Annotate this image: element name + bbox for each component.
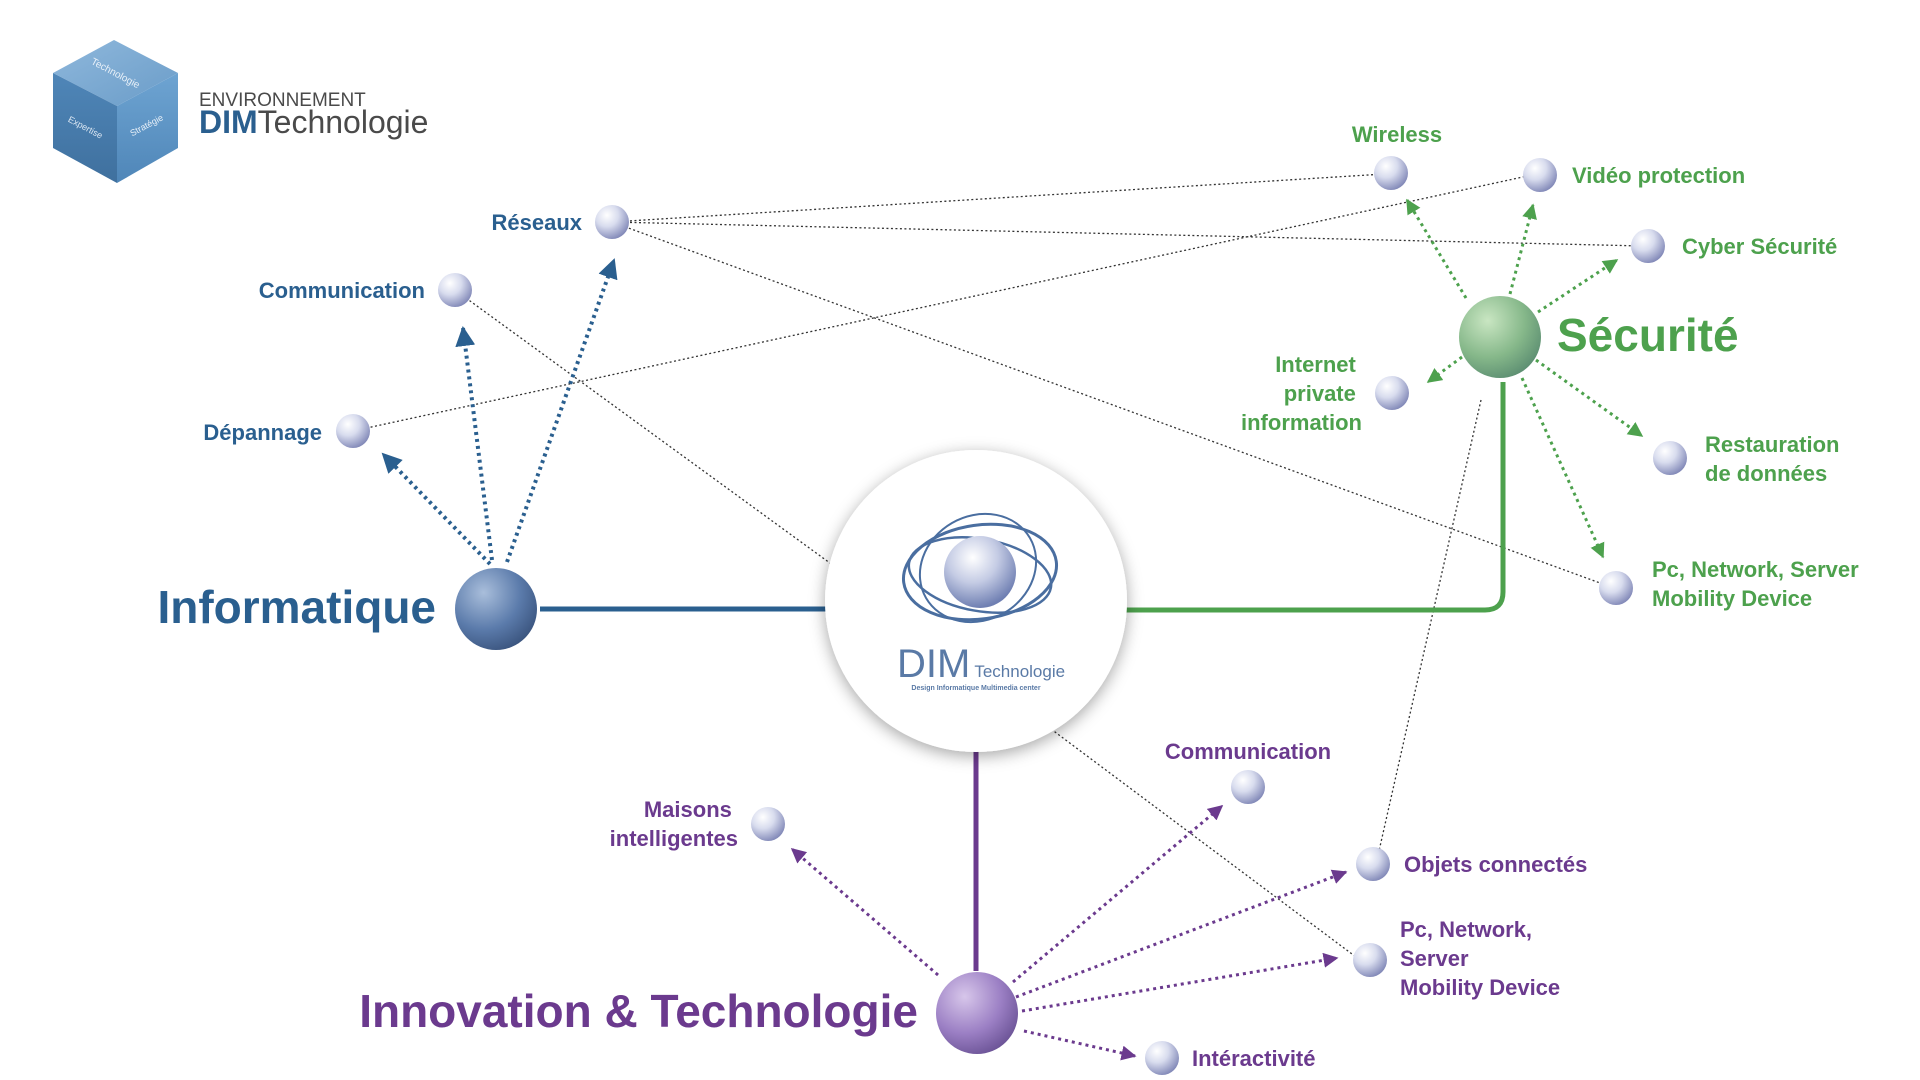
cross-links [352, 173, 1644, 961]
hub-brand-rest: Technologie [974, 662, 1065, 681]
label-communication-innov: Communication [1165, 739, 1331, 764]
label-restauration: Restauration de données [1705, 432, 1846, 486]
leaf-wireless [1374, 156, 1408, 190]
arrow [1405, 198, 1468, 299]
arrow [1508, 203, 1537, 295]
logo-cube-icon: Technologie Expertise Stratégie [53, 40, 178, 183]
arrow [1012, 804, 1224, 984]
leaf-restauration [1653, 441, 1687, 475]
arrows-innovation [790, 804, 1348, 1061]
arrow [790, 847, 939, 977]
node-informatique [455, 568, 537, 650]
cross-link [611, 173, 1385, 223]
cross-link [1378, 399, 1482, 852]
leaf-nodes [336, 156, 1687, 1075]
arrow [1535, 358, 1644, 438]
leaf-communication-innov [1231, 770, 1265, 804]
label-objets-connectes: Objets connectés [1404, 852, 1587, 877]
cross-link [454, 289, 835, 567]
node-securite [1459, 296, 1541, 378]
orbit-logo-icon [901, 512, 1059, 624]
logo-brand: DIMTechnologie [199, 104, 428, 140]
arrow [1520, 377, 1605, 559]
label-interactivite: Intéractivité [1192, 1046, 1316, 1071]
label-video-protection: Vidéo protection [1572, 163, 1745, 188]
label-internet-private: Internet private information [1241, 352, 1362, 435]
logo: Technologie Expertise Stratégie ENVIRONN… [53, 40, 428, 183]
arrow [505, 258, 618, 563]
leaf-depannage [336, 414, 370, 448]
arrow [1021, 952, 1339, 1013]
label-wireless: Wireless [1352, 122, 1442, 147]
label-cyber-securite: Cyber Sécurité [1682, 234, 1837, 259]
arrow [1015, 869, 1348, 999]
cross-link [1050, 728, 1361, 961]
labels-informatique: Réseaux Communication Dépannage [203, 210, 582, 445]
leaf-video-protection [1523, 158, 1557, 192]
category-nodes [455, 296, 1541, 1054]
label-communication-info: Communication [259, 278, 425, 303]
label-pc-network-innov: Pc, Network, Server Mobility Device [1400, 917, 1560, 1000]
label-innovation: Innovation & Technologie [359, 985, 918, 1037]
label-securite: Sécurité [1557, 309, 1739, 361]
connector-securite [1125, 382, 1506, 613]
hub-tagline: Design Informatique Multimedia center [911, 685, 1040, 692]
logo-env-label: ENVIRONNEMENT [199, 90, 366, 111]
label-maisons: Maisons intelligentes [610, 797, 738, 851]
leaf-interactivite [1145, 1041, 1179, 1075]
label-informatique: Informatique [157, 581, 436, 633]
arrow [455, 326, 494, 561]
labels-innovation: Maisons intelligentes Communication Obje… [610, 739, 1588, 1071]
leaf-pc-network-sec [1599, 571, 1633, 605]
label-depannage: Dépannage [203, 420, 322, 445]
leaf-cyber-securite [1631, 229, 1665, 263]
arrow [1537, 258, 1619, 314]
leaf-communication-info [438, 273, 472, 307]
cross-link [611, 221, 1612, 588]
node-innovation [936, 972, 1018, 1054]
label-reseaux: Réseaux [491, 210, 582, 235]
arrows-securite [1405, 198, 1644, 559]
logo-brand-bold: DIM [199, 104, 258, 140]
cross-link [352, 174, 1533, 432]
leaf-objets-connectes [1356, 847, 1390, 881]
logo-brand-rest: Technologie [258, 104, 429, 140]
leaf-maisons [751, 807, 785, 841]
label-pc-network-sec: Pc, Network, Server Mobility Device [1652, 557, 1865, 611]
leaf-reseaux [595, 205, 629, 239]
cross-link [611, 221, 1644, 247]
arrow [1426, 355, 1463, 384]
main-connectors [540, 382, 1506, 971]
arrows-informatique [381, 258, 618, 566]
leaf-internet-private [1375, 376, 1409, 410]
arrow [1023, 1029, 1137, 1061]
category-labels: Informatique Sécurité Innovation & Techn… [157, 309, 1738, 1037]
labels-securite: Wireless Vidéo protection Cyber Sécurité… [1241, 122, 1865, 611]
arrow [381, 452, 492, 566]
leaf-pc-network-innov [1353, 943, 1387, 977]
